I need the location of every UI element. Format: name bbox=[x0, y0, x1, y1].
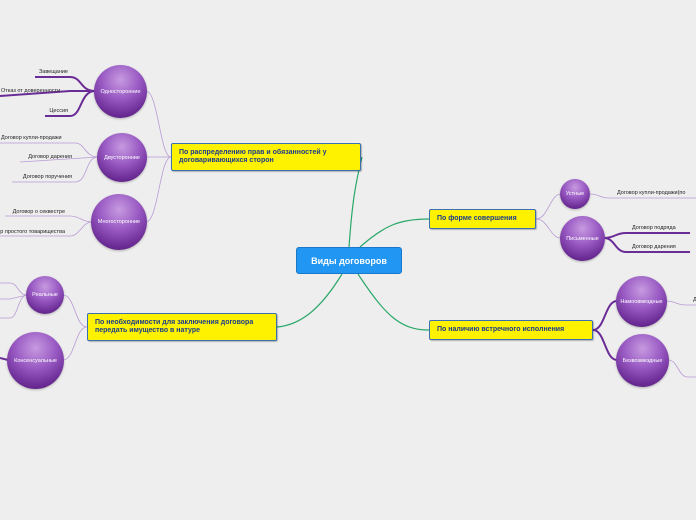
link-real-leaf1 bbox=[0, 282, 28, 296]
central-topic[interactable]: Виды договоров bbox=[296, 247, 402, 274]
leaf-oral-sale[interactable]: Договор купли-продажи(по bbox=[617, 190, 686, 196]
link-bilateral-gift bbox=[19, 156, 99, 163]
link-central-counter bbox=[357, 273, 430, 331]
link-real-leaf3 bbox=[0, 294, 28, 319]
link-multilateral-partnership bbox=[0, 221, 93, 237]
leaf-testament[interactable]: Завещание bbox=[38, 69, 68, 75]
link-unilateral-poa bbox=[0, 90, 95, 97]
leaf-written-gift[interactable]: Договор дарения bbox=[632, 244, 676, 250]
bubble-consensual[interactable]: Консенсуальные bbox=[7, 332, 64, 389]
link-rights-multilateral bbox=[145, 156, 172, 223]
bubble-bilateral[interactable]: Двусторонние bbox=[97, 133, 147, 182]
link-central-transfer bbox=[276, 273, 343, 328]
link-transfer-real bbox=[62, 294, 88, 328]
leaf-poa-refusal[interactable]: Отказ от доверенности bbox=[1, 88, 61, 94]
leaf-commission[interactable]: Договор поручения bbox=[22, 174, 72, 180]
leaf-paid[interactable]: Д bbox=[693, 297, 696, 303]
leaf-partnership[interactable]: Договор простого товарищества bbox=[0, 229, 65, 235]
link-unilateral-cession bbox=[45, 90, 96, 117]
bubble-unilateral[interactable]: Односторонние bbox=[94, 65, 147, 118]
leaf-contract-work[interactable]: Договор подряда bbox=[632, 225, 676, 231]
bubble-oral[interactable]: Устные bbox=[560, 179, 590, 209]
link-bilateral-commission bbox=[12, 156, 99, 183]
topic-property-transfer[interactable]: По необходимости для заключения договора… bbox=[87, 313, 277, 341]
bubble-written[interactable]: Письменные bbox=[560, 216, 605, 261]
topic-form[interactable]: По форме совершения bbox=[429, 209, 536, 229]
link-transfer-consensual bbox=[62, 326, 88, 361]
link-multilateral-sequester bbox=[5, 215, 93, 223]
link-form-oral bbox=[535, 193, 562, 220]
leaf-gift[interactable]: Договор дарения bbox=[28, 154, 72, 160]
link-consensual-leaf bbox=[0, 357, 9, 361]
bubble-multilateral[interactable]: Многосторонние bbox=[91, 194, 147, 250]
link-real-leaf2 bbox=[0, 294, 28, 300]
bubble-real[interactable]: Реальные bbox=[26, 276, 64, 314]
bubble-paid[interactable]: Намоовмездные bbox=[616, 276, 667, 327]
link-counter-free bbox=[592, 329, 618, 361]
link-paid-leaf bbox=[665, 300, 696, 306]
bubble-free[interactable]: Безвозмездные bbox=[616, 334, 669, 387]
link-free-leaf bbox=[667, 359, 696, 378]
link-counter-paid bbox=[592, 300, 618, 331]
topic-counter-performance[interactable]: По наличию встречного исполнения bbox=[429, 320, 593, 340]
link-central-form bbox=[359, 218, 430, 248]
topic-rights-distribution[interactable]: По распределению прав и обязанностей у д… bbox=[171, 143, 361, 171]
link-written-work bbox=[603, 232, 690, 239]
leaf-sequester[interactable]: Договор о секвестре bbox=[12, 209, 65, 215]
link-bilateral-sale bbox=[0, 142, 99, 158]
link-rights-unilateral bbox=[145, 90, 172, 158]
leaf-sale[interactable]: Договор купли-продажи bbox=[1, 135, 62, 141]
link-form-written bbox=[535, 218, 562, 239]
leaf-cession[interactable]: Цессия bbox=[49, 108, 68, 114]
link-written-gift bbox=[603, 237, 690, 253]
link-oral-sale bbox=[589, 193, 696, 199]
